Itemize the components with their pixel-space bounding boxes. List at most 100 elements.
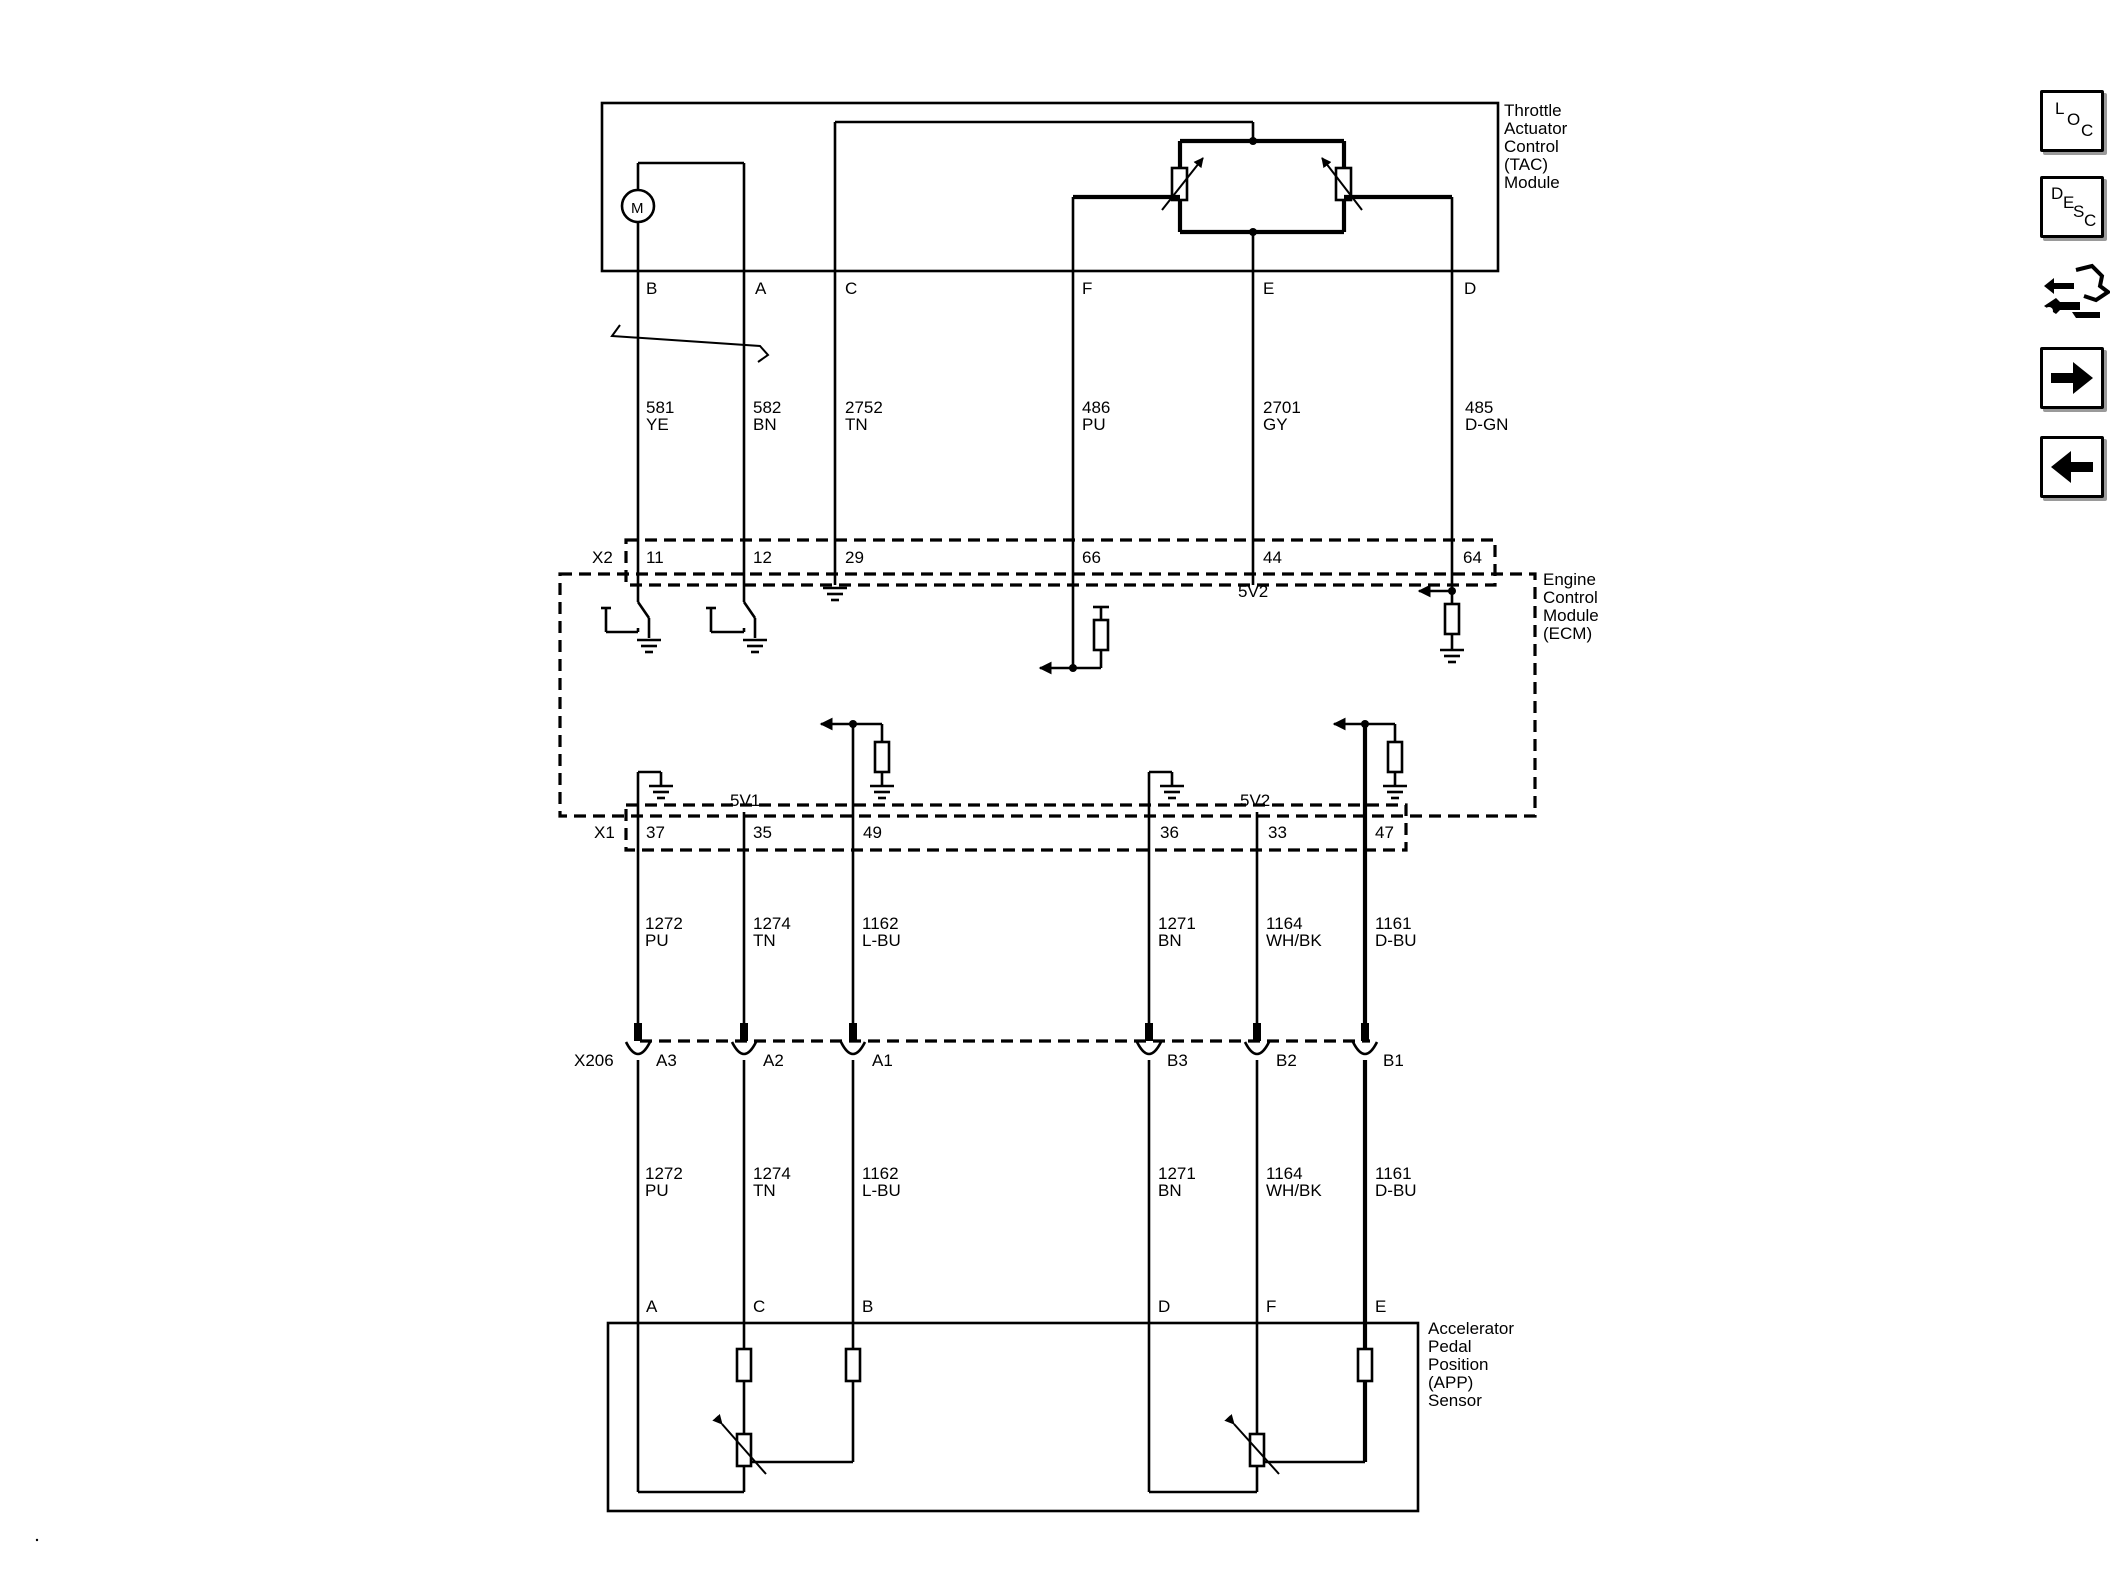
ecm-label-1: Engine xyxy=(1543,570,1596,589)
app-pin-d: D xyxy=(1158,1297,1170,1316)
tac-pin-b: B xyxy=(646,279,657,298)
tac-pin-a: A xyxy=(755,279,767,298)
wire-1164-color-lower: WH/BK xyxy=(1266,1181,1322,1200)
x2-pin-29: 29 xyxy=(845,548,864,567)
wire-486-color: PU xyxy=(1082,415,1106,434)
x1-pin-49: 49 xyxy=(863,823,882,842)
ecm-ref-5v1: 5V1 xyxy=(730,791,760,810)
wire-1164-circuit-lower: 1164 xyxy=(1266,1164,1303,1183)
x2-pin-11: 11 xyxy=(646,548,664,567)
app-sensor-box xyxy=(606,1321,1420,1513)
tac-module-label-2: Actuator xyxy=(1504,119,1568,138)
wire-1162-color-lower: L-BU xyxy=(862,1181,901,1200)
motor-symbol: M xyxy=(631,200,644,217)
x2-pin-44: 44 xyxy=(1263,548,1282,567)
wire-1161-color-lower: D-BU xyxy=(1375,1181,1417,1200)
x1-connector-label: X1 xyxy=(594,823,615,842)
tac-module-box xyxy=(600,101,1500,273)
wire-1162-circuit-lower: 1162 xyxy=(862,1164,899,1183)
twisted-pair-symbol xyxy=(610,324,770,363)
wire-485-circuit: 485 xyxy=(1465,398,1493,417)
x206-to-app-harness: 1272 PU 1274 TN 1162 L-BU 1271 BN 1164 W… xyxy=(636,1060,1417,1323)
wire-1164-color: WH/BK xyxy=(1266,931,1322,950)
wire-1164-circuit: 1164 xyxy=(1266,914,1303,933)
svg-text:S: S xyxy=(2073,202,2084,221)
connector-repair-icon xyxy=(2044,263,2112,318)
svg-text:O: O xyxy=(2067,110,2080,129)
ecm-ref-5v2-bottom: 5V2 xyxy=(1240,791,1270,810)
app-sensor-label-5: Sensor xyxy=(1428,1391,1482,1410)
tac-pin-f: F xyxy=(1082,279,1092,298)
wire-1274-circuit: 1274 xyxy=(753,914,791,933)
description-icon: D E S C xyxy=(2051,184,2096,230)
x206-pin-b2: B2 xyxy=(1276,1051,1297,1070)
ecm-label-3: Module xyxy=(1543,606,1599,625)
tac-pin-c: C xyxy=(845,279,857,298)
app-sensor-label-1: Accelerator xyxy=(1428,1319,1514,1338)
tac-module: Throttle Actuator Control (TAC) Module M xyxy=(600,101,1568,298)
svg-text:C: C xyxy=(2084,211,2096,230)
x206-pin-b1: B1 xyxy=(1383,1051,1404,1070)
svg-text:L: L xyxy=(2055,99,2064,118)
wire-1162-circuit: 1162 xyxy=(862,914,899,933)
wire-582-color: BN xyxy=(753,415,777,434)
app-pin-b: B xyxy=(862,1297,873,1316)
wire-2752-circuit: 2752 xyxy=(845,398,883,417)
wire-486-circuit: 486 xyxy=(1082,398,1110,417)
previous-button[interactable] xyxy=(2040,436,2104,498)
wire-1272-circuit-lower: 1272 xyxy=(645,1164,683,1183)
ecm-ref-5v2-top: 5V2 xyxy=(1238,582,1268,601)
x206-pin-a3: A3 xyxy=(656,1051,677,1070)
ecm-label-4: (ECM) xyxy=(1543,624,1592,643)
x2-pin-12: 12 xyxy=(753,548,772,567)
ecm-module: X2 11 12 29 66 44 64 Engine Control Modu… xyxy=(558,538,1599,852)
app-sensor-label-3: Position xyxy=(1428,1355,1488,1374)
ground-symbol xyxy=(823,586,847,602)
x2-connector-box xyxy=(624,538,1497,587)
wire-2701-circuit: 2701 xyxy=(1263,398,1301,417)
app-sensor-1-circuit xyxy=(636,1323,862,1494)
arrow-left-icon xyxy=(2051,451,2093,483)
x1-pin-47: 47 xyxy=(1375,823,1394,842)
x206-pin-a1: A1 xyxy=(872,1051,893,1070)
tps1-signal-input xyxy=(1038,585,1110,675)
wire-1161-circuit: 1161 xyxy=(1375,914,1412,933)
tps2-signal-input xyxy=(1417,584,1464,664)
x1-pin-36: 36 xyxy=(1160,823,1179,842)
corner-mark xyxy=(35,1538,39,1542)
app-sensor-label-4: (APP) xyxy=(1428,1373,1473,1392)
motor-driver-switch xyxy=(601,585,661,654)
wire-1272-color: PU xyxy=(645,931,669,950)
app-pin-a: A xyxy=(646,1297,658,1316)
app-sensor: Accelerator Pedal Position (APP) Sensor … xyxy=(606,1297,1514,1513)
loc-button[interactable]: L O C xyxy=(2040,90,2104,152)
tac-pin-e: E xyxy=(1263,279,1274,298)
wire-1161-circuit-lower: 1161 xyxy=(1375,1164,1412,1183)
desc-button[interactable]: D E S C xyxy=(2040,176,2104,238)
tac-pin-d: D xyxy=(1464,279,1476,298)
tac-module-label-5: Module xyxy=(1504,173,1560,192)
wire-2752-color: TN xyxy=(845,415,868,434)
wire-1272-color-lower: PU xyxy=(645,1181,669,1200)
wire-1274-color-lower: TN xyxy=(753,1181,776,1200)
next-button[interactable] xyxy=(2040,347,2104,409)
wire-581-circuit: 581 xyxy=(646,398,674,417)
connector-repair-button[interactable] xyxy=(2040,256,2112,328)
arrow-right-icon xyxy=(2051,362,2093,394)
app-sensor-2-circuit xyxy=(1147,1323,1374,1494)
wire-485-color: D-GN xyxy=(1465,415,1508,434)
wire-581-color: YE xyxy=(646,415,669,434)
x2-pin-64: 64 xyxy=(1463,548,1482,567)
app-pin-f: F xyxy=(1266,1297,1276,1316)
wire-1274-color: TN xyxy=(753,931,776,950)
tac-module-label-4: (TAC) xyxy=(1504,155,1548,174)
wire-1271-color: BN xyxy=(1158,931,1182,950)
app1-low-reference xyxy=(636,770,673,850)
wire-1274-circuit-lower: 1274 xyxy=(753,1164,791,1183)
ecm-box xyxy=(558,572,1537,818)
app-pin-e: E xyxy=(1375,1297,1386,1316)
tac-module-label-3: Control xyxy=(1504,137,1559,156)
wire-1271-circuit: 1271 xyxy=(1158,914,1196,933)
x206-connector-label: X206 xyxy=(574,1051,614,1070)
